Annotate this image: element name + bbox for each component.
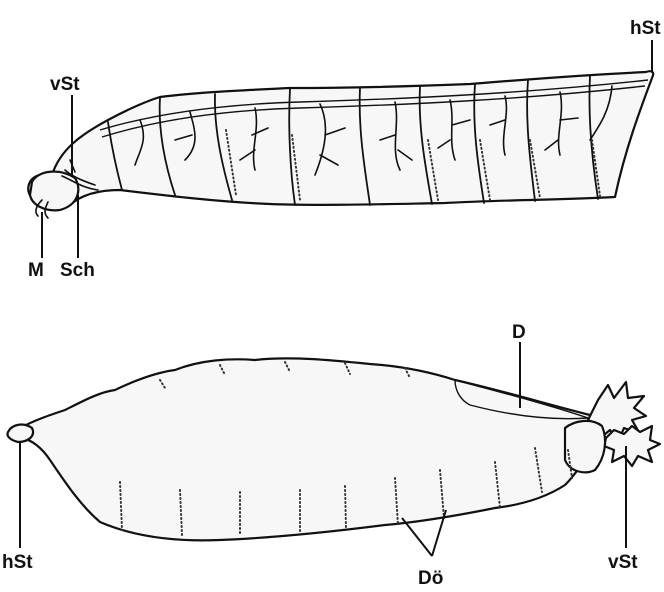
larva-drawing <box>28 71 653 218</box>
label-D: D <box>512 322 526 343</box>
anterior-segment <box>565 421 605 472</box>
puparium-drawing <box>7 358 660 540</box>
label-Sch: Sch <box>60 260 95 281</box>
pointer-Do-left <box>402 518 432 556</box>
anterior-spiracle-lower <box>604 426 660 466</box>
label-vSt-bottom: vSt <box>608 552 638 573</box>
label-hSt-bottom: hSt <box>2 552 33 573</box>
puparium-outline <box>15 358 600 540</box>
label-vSt-top: vSt <box>50 74 80 95</box>
label-M: M <box>28 260 44 281</box>
label-Do: Dö <box>418 568 443 589</box>
label-hSt-top: hSt <box>630 18 661 39</box>
posterior-spiracle <box>7 425 33 442</box>
